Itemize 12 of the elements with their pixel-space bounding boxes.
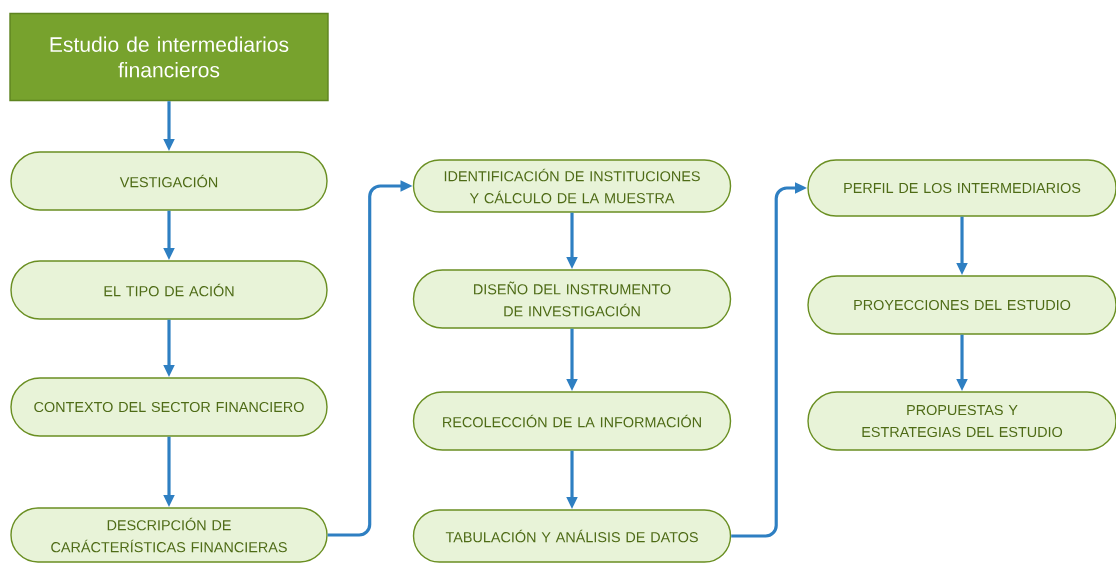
process-box: EL TIPO DE ACIÓN (10, 260, 328, 320)
process-box: VESTIGACIÓN (10, 151, 328, 211)
process-box: IDENTIFICACIÓN DE INSTITUCIONES Y CÁLCULO DE LA MUESTRA (412, 159, 732, 213)
process-box: DISEÑO DEL INSTRUMENTO DE INVESTIGACIÓN (412, 269, 732, 329)
title-box: Estudio de intermediarios financieros (9, 12, 329, 102)
process-box: PROPUESTAS Y ESTRATEGIAS DEL ESTUDIO (807, 391, 1116, 451)
process-box: RECOLECCIÓN DE LA INFORMACIÓN (412, 391, 732, 451)
process-box: PERFIL DE LOS INTERMEDIARIOS (807, 159, 1116, 217)
process-box: CONTEXTO DEL SECTOR FINANCIERO (10, 377, 328, 437)
process-box: DESCRIPCIÓN DE CARÁCTERÍSTICAS FINANCIERAS (10, 507, 328, 563)
process-box: TABULACIÓN Y ANÁLISIS DE DATOS (412, 509, 732, 563)
process-box: PROYECCIONES DEL ESTUDIO (807, 275, 1116, 335)
